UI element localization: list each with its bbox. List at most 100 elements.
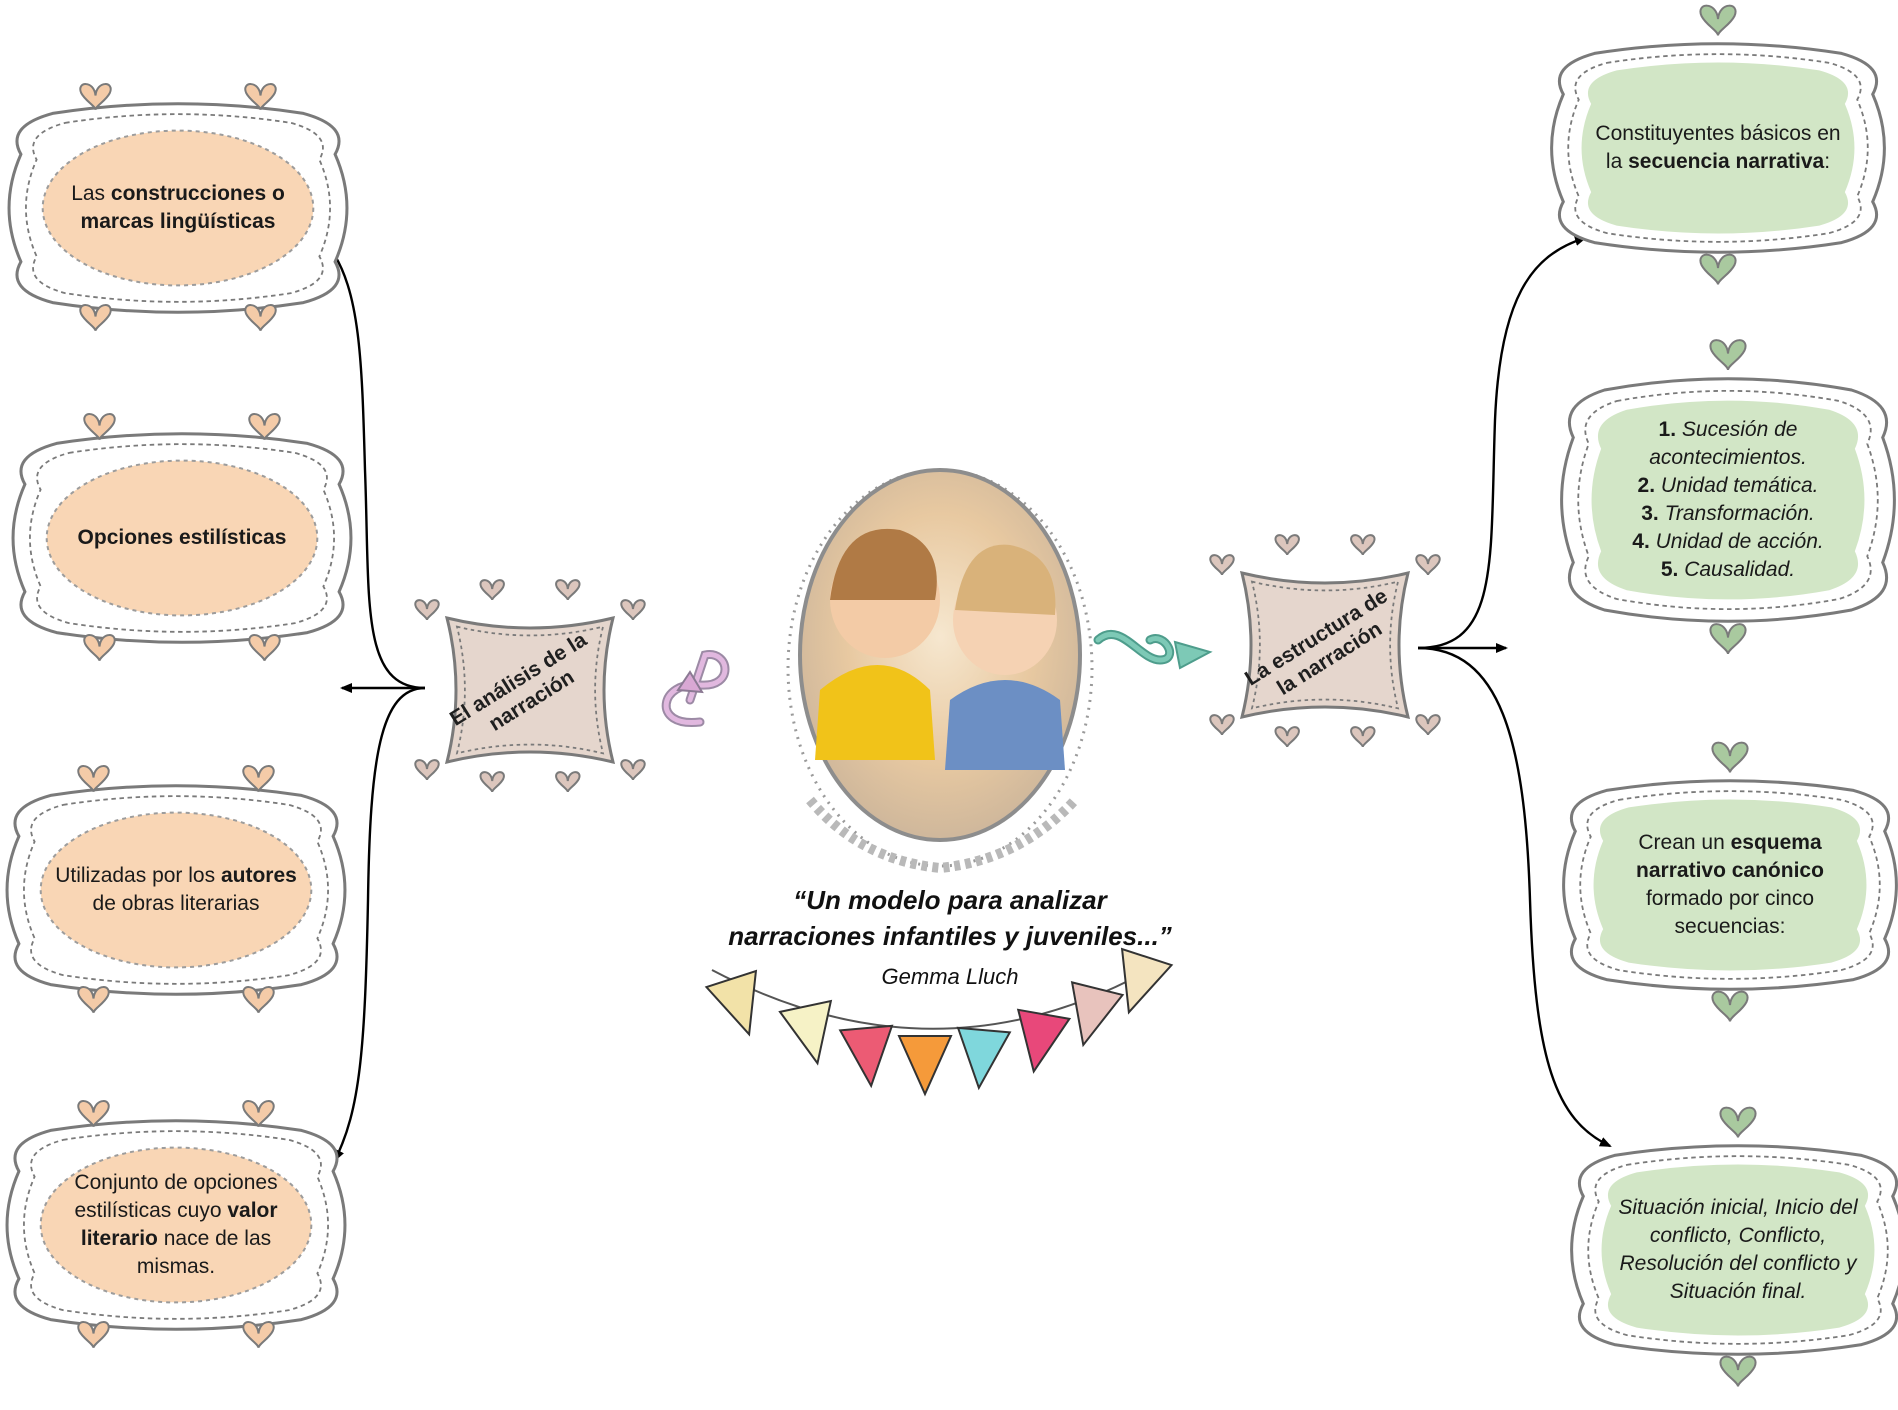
connector-right-up	[1417, 236, 1587, 650]
list-number: 2.	[1637, 474, 1656, 497]
left-node-4: Conjunto de opciones estilísticas cuyo v…	[51, 1150, 301, 1300]
text-run: esquema narrativo canónico	[1636, 831, 1824, 882]
text-run: valor literario	[80, 1199, 278, 1250]
heart-icon	[79, 304, 112, 332]
left-node-frame-2	[11, 413, 353, 662]
pennant-icon	[956, 1026, 1012, 1091]
list-item: 3. Transformación.	[1598, 500, 1858, 528]
heart-icon	[248, 413, 281, 441]
left-node-3: Utilizadas por los autores de obras lite…	[51, 815, 301, 965]
heart-icon	[555, 771, 581, 793]
heart-icon	[1699, 4, 1737, 36]
heart-icon	[414, 599, 440, 621]
list-text: Causalidad.	[1678, 558, 1796, 581]
left-hub	[414, 579, 646, 793]
heart-icon	[479, 771, 505, 793]
quote-line-2: narraciones infantiles y juveniles...”	[728, 921, 1172, 951]
heart-icon	[242, 765, 275, 793]
heart-icon	[620, 759, 646, 781]
connector-left-down	[333, 686, 426, 1162]
left-node-frame-3	[5, 765, 347, 1014]
left-node-frame-1	[7, 83, 349, 332]
heart-icon	[555, 579, 581, 601]
right-node-frame-3	[1562, 741, 1898, 1022]
heart-icon	[77, 986, 110, 1014]
left-node-frame-4	[5, 1100, 347, 1349]
heart-icon	[1719, 1355, 1757, 1387]
heart-icon	[1711, 990, 1749, 1022]
text-run: construcciones o marcas lingüísticas	[80, 182, 285, 233]
text-run: secuencia narrativa	[1628, 150, 1825, 173]
list-item: 1. Sucesión de acontecimientos.	[1598, 416, 1858, 472]
hubs	[414, 534, 1441, 793]
center-photo	[786, 468, 1094, 874]
right-node-2-content: 1. Sucesión de acontecimientos.2. Unidad…	[1598, 416, 1858, 584]
teal-arrow-icon	[1093, 629, 1213, 670]
pennant-icon	[838, 1024, 894, 1089]
connectors	[328, 236, 1612, 1162]
heart-icon	[1209, 554, 1235, 576]
left-node-4-content: Conjunto de opciones estilísticas cuyo v…	[51, 1169, 301, 1281]
heart-icon	[1711, 741, 1749, 773]
heart-icon	[1350, 534, 1376, 556]
list-number: 3.	[1641, 502, 1659, 525]
right-node-3-content: Crean un esquema narrativo canónico form…	[1600, 829, 1860, 941]
list-text: Transformación.	[1658, 502, 1815, 525]
garland	[704, 947, 1174, 1097]
heart-icon	[1274, 534, 1300, 556]
right-node-4: Situación inicial, Inicio del conflicto,…	[1608, 1170, 1868, 1330]
heart-icon	[83, 634, 116, 662]
left-nodes	[5, 83, 353, 1349]
text-run: Situación inicial, Inicio del conflicto,…	[1618, 1196, 1858, 1303]
list-text: Unidad temática.	[1655, 474, 1819, 497]
text-run: Constituyentes básicos en la	[1595, 122, 1841, 173]
connector-right-down	[1417, 646, 1612, 1148]
right-node-frame-4	[1570, 1106, 1898, 1387]
heart-icon	[1699, 253, 1737, 285]
heart-icon	[77, 1321, 110, 1349]
heart-icon	[83, 413, 116, 441]
list-number: 4.	[1632, 530, 1650, 553]
heart-icon	[77, 765, 110, 793]
list-item: 5. Causalidad.	[1598, 556, 1858, 584]
heart-icon	[1719, 1106, 1757, 1138]
heart-icon	[77, 1100, 110, 1128]
pennants	[704, 947, 1174, 1097]
text-run: Crean un	[1638, 831, 1731, 854]
pennant-icon	[778, 999, 833, 1066]
left-node-2: Opciones estilísticas	[57, 463, 307, 613]
floral-wreath	[806, 796, 1079, 874]
heart-icon	[242, 1321, 275, 1349]
right-hub	[1209, 534, 1441, 748]
heart-icon	[620, 599, 646, 621]
text-run: Opciones estilísticas	[77, 526, 287, 549]
heart-icon	[1274, 726, 1300, 748]
pennant-icon	[1070, 981, 1125, 1048]
left-node-1-content: Las construcciones o marcas lingüísticas	[53, 180, 303, 236]
quote-line-1: “Un modelo para analizar	[793, 885, 1107, 915]
heart-icon	[479, 579, 505, 601]
quote-author: Gemma Lluch	[881, 964, 1019, 989]
pennant-icon	[1120, 947, 1174, 1015]
heart-icon	[242, 986, 275, 1014]
text-run: de obras literarias	[92, 892, 260, 915]
heart-icon	[1709, 623, 1747, 655]
text-run: Conjunto de opciones estilísticas cuyo	[74, 1171, 278, 1222]
right-node-1-content: Constituyentes básicos en la secuencia n…	[1588, 120, 1848, 176]
text-run: Utilizadas por los	[55, 864, 221, 887]
list-item: 4. Unidad de acción.	[1598, 528, 1858, 556]
right-nodes	[1550, 4, 1898, 1387]
pennant-icon	[1016, 1008, 1072, 1074]
right-node-1: Constituyentes básicos en la secuencia n…	[1588, 68, 1848, 228]
heart-icon	[1350, 726, 1376, 748]
list-item: 2. Unidad temática.	[1598, 472, 1858, 500]
right-node-frame-1	[1550, 4, 1886, 285]
heart-icon	[248, 634, 281, 662]
text-run: Las	[71, 182, 111, 205]
right-node-3: Crean un esquema narrativo canónico form…	[1600, 805, 1860, 965]
heart-icon	[1709, 339, 1747, 371]
right-node-2: 1. Sucesión de acontecimientos.2. Unidad…	[1598, 400, 1858, 600]
left-node-3-content: Utilizadas por los autores de obras lite…	[51, 862, 301, 918]
list-text: Sucesión de acontecimientos.	[1649, 418, 1807, 469]
left-node-2-content: Opciones estilísticas	[78, 524, 287, 552]
